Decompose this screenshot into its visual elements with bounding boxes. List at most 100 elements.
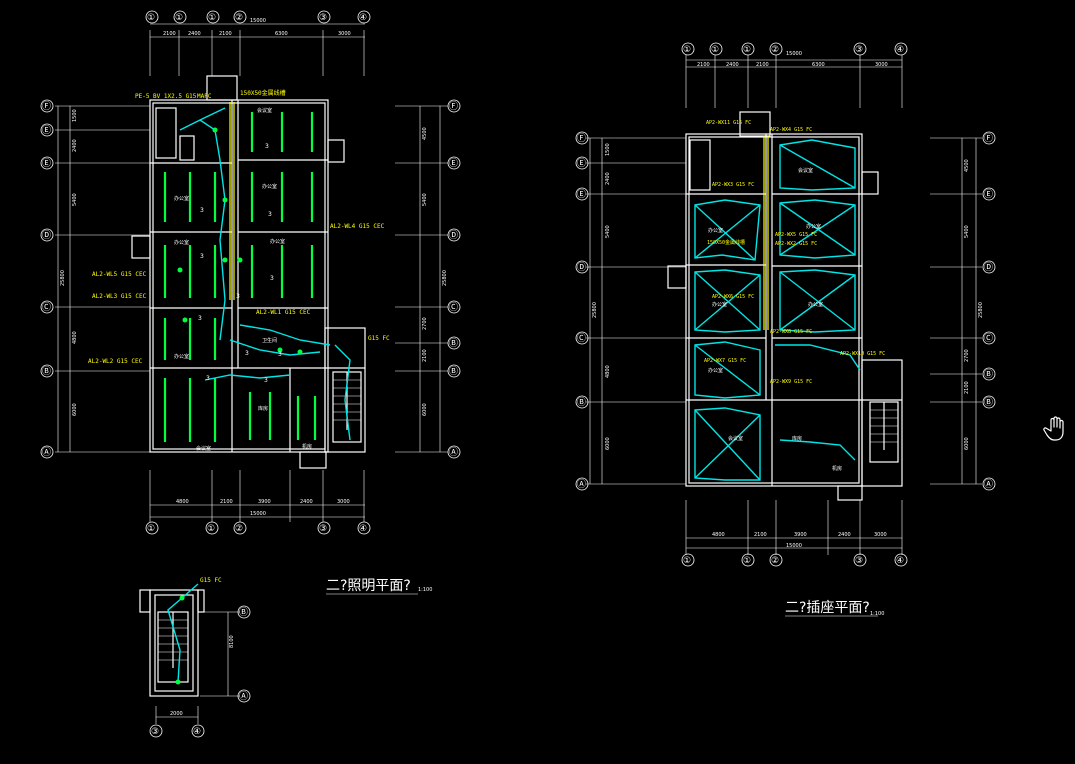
top-dim-1: 2400: [188, 31, 201, 37]
socket-bottom-dimension-chain: 4800 2100 3900 2400 3000 15000: [685, 500, 903, 555]
bottom-axis-bubbles: ① ① ② ③ ④: [145, 521, 371, 535]
plan-title: 二?照明平面?: [326, 578, 411, 594]
svg-text:6000: 6000: [72, 403, 78, 416]
svg-text:办公室: 办公室: [262, 183, 277, 190]
svg-text:①: ①: [175, 13, 183, 23]
svg-text:④: ④: [359, 524, 367, 534]
svg-text:Ⓔ: Ⓔ: [984, 189, 993, 200]
svg-text:3000: 3000: [337, 499, 350, 505]
svg-text:Ⓒ: Ⓒ: [449, 302, 458, 313]
svg-text:Ⓔ: Ⓔ: [42, 158, 51, 169]
svg-text:Ⓒ: Ⓒ: [984, 333, 993, 344]
svg-text:2400: 2400: [300, 499, 313, 505]
svg-text:3: 3: [264, 377, 268, 384]
svg-text:3: 3: [236, 293, 240, 300]
svg-text:3: 3: [268, 211, 272, 218]
socket-right-axis-bubbles: Ⓕ Ⓔ Ⓓ Ⓒ Ⓑ Ⓑ Ⓐ: [982, 131, 996, 491]
svg-text:Ⓑ: Ⓑ: [449, 338, 458, 349]
svg-text:5400: 5400: [72, 193, 78, 206]
svg-text:Ⓕ: Ⓕ: [42, 101, 51, 112]
svg-text:③: ③: [319, 13, 327, 23]
svg-text:①: ①: [683, 556, 691, 566]
svg-text:②: ②: [235, 13, 243, 23]
top-dim-3: 6300: [275, 31, 288, 37]
svg-text:②: ②: [771, 45, 779, 55]
svg-text:Ⓓ: Ⓓ: [984, 262, 993, 273]
svg-text:①: ①: [208, 13, 216, 23]
top-dimension-chain: 2100 2400 2100 6300 3000 15000: [149, 18, 365, 76]
svg-text:2400: 2400: [72, 139, 78, 152]
svg-text:2000: 2000: [170, 711, 183, 717]
left-axis-bubbles: Ⓕ Ⓔ Ⓔ Ⓓ Ⓒ Ⓑ Ⓐ: [40, 99, 54, 459]
svg-text:①: ①: [147, 524, 155, 534]
svg-text:①: ①: [743, 45, 751, 55]
svg-text:Ⓑ: Ⓑ: [449, 366, 458, 377]
label-wl3: AL2-WL3 G15 CEC: [92, 293, 147, 300]
svg-text:①: ①: [743, 556, 751, 566]
svg-text:②: ②: [771, 556, 779, 566]
socket-top-axis-bubbles: ① ① ① ② ③ ④: [681, 42, 908, 56]
svg-text:会议室: 会议室: [196, 445, 211, 452]
socket-tray: [763, 136, 769, 330]
svg-text:Ⓑ: Ⓑ: [239, 607, 248, 618]
room-labels: 会议室 办公室 办公室 办公室 办公室 办公室 会议室 库房 机房 卫生间 3 …: [174, 107, 312, 452]
top-dim-4: 3000: [338, 31, 351, 37]
label-wl4: AL2-WL4 G15 CEC: [330, 223, 385, 230]
svg-text:3: 3: [278, 351, 282, 358]
svg-text:2400: 2400: [838, 532, 851, 538]
svg-text:15000: 15000: [250, 511, 266, 517]
svg-text:Ⓓ: Ⓓ: [577, 262, 586, 273]
svg-text:2100: 2100: [697, 62, 710, 68]
stair-label: G15 FC: [200, 577, 222, 584]
svg-text:①: ①: [683, 45, 691, 55]
socket-label-wx6: AP2-WX6 G15 FC: [712, 294, 754, 300]
svg-text:②: ②: [235, 524, 243, 534]
svg-text:办公室: 办公室: [808, 301, 823, 308]
svg-text:2100: 2100: [220, 499, 233, 505]
svg-text:Ⓑ: Ⓑ: [984, 369, 993, 380]
svg-text:库房: 库房: [258, 405, 268, 412]
socket-label-wx2: AP2-WX2 G15 FC: [775, 241, 817, 247]
svg-text:15000: 15000: [786, 51, 802, 57]
svg-text:4800: 4800: [72, 331, 78, 344]
svg-text:卫生间: 卫生间: [262, 337, 277, 344]
svg-text:会议室: 会议室: [257, 107, 272, 114]
lighting-plan-title: 二?照明平面? 1:100: [326, 578, 432, 595]
socket-bottom-axis-bubbles: ① ① ② ③ ④: [681, 553, 908, 567]
svg-text:Ⓑ: Ⓑ: [577, 397, 586, 408]
label-stair: G15 FC: [368, 335, 390, 342]
svg-text:5400: 5400: [964, 225, 970, 238]
svg-text:Ⓐ: Ⓐ: [239, 691, 248, 702]
svg-text:会议室: 会议室: [798, 167, 813, 174]
socket-title: 二?插座平面?: [785, 600, 870, 616]
svg-text:Ⓔ: Ⓔ: [577, 158, 586, 169]
svg-text:Ⓐ: Ⓐ: [449, 447, 458, 458]
socket-label-wx3: AP2-WX3 G15 FC: [712, 182, 754, 188]
label-mapc: MAPC: [197, 93, 212, 100]
svg-text:①: ①: [711, 45, 719, 55]
lighting-fixtures: [163, 112, 317, 442]
socket-wiring: [694, 139, 861, 481]
right-axis-chain: 4500 5400 2700 2100 6000 25800: [395, 105, 448, 453]
socket-building-walls: [667, 111, 903, 501]
svg-text:③: ③: [855, 556, 863, 566]
svg-text:④: ④: [359, 13, 367, 23]
top-total: 15000: [250, 18, 266, 24]
socket-label-wx4: AP2-WX4 G15 FC: [770, 127, 812, 133]
lighting-plan: 2100 2400 2100 6300 3000 15000 ① ① ① ② ③…: [40, 10, 461, 595]
svg-text:3: 3: [200, 207, 204, 214]
socket-cable-labels: AP2-WX11 G15 FC AP2-WX4 G15 FC AP2-WX3 G…: [704, 120, 885, 385]
svg-text:办公室: 办公室: [174, 239, 189, 246]
svg-text:6000: 6000: [605, 437, 611, 450]
svg-text:2400: 2400: [726, 62, 739, 68]
svg-text:Ⓕ: Ⓕ: [984, 133, 993, 144]
svg-text:4500: 4500: [964, 159, 970, 172]
svg-text:2700: 2700: [422, 317, 428, 330]
socket-label-wx11: AP2-WX11 G15 FC: [706, 120, 751, 126]
svg-text:3000: 3000: [874, 532, 887, 538]
svg-text:④: ④: [896, 45, 904, 55]
cable-labels: PE-5 BV 1X2.5 G15 MAPC 150X50金属线槽 AL2-WL…: [88, 89, 390, 365]
svg-text:3900: 3900: [794, 532, 807, 538]
socket-label-wx7: AP2-WX7 G15 FC: [704, 358, 746, 364]
